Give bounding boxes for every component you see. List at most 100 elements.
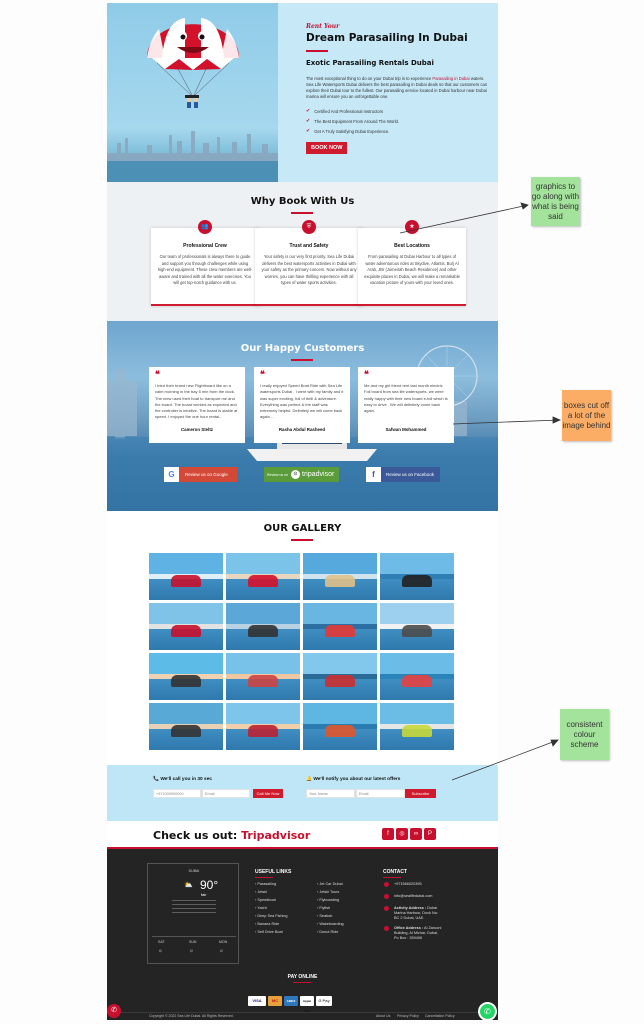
why-card-locations: ★ Best Locations From parasailing at Dub… [358,220,466,306]
footer-link[interactable]: › Parasailing [255,882,277,886]
hero-text-block: Rent Your Dream Parasailing In Dubai Exo… [306,23,491,154]
contact-rule [383,877,401,878]
checklist-item: ✔Certified And Professional Instructors [306,106,491,116]
review-author: Rasha Abdul Rasheed [278,427,326,432]
why-card-title: Professional Crew [183,243,227,249]
facebook-icon[interactable]: f [382,828,394,840]
call-float-button[interactable]: ✆ [107,1004,121,1018]
gallery-photo[interactable] [380,653,454,700]
gallery-photo[interactable] [303,703,377,750]
footer-link[interactable]: › Self Drive Boat [255,930,283,934]
gallery-photo[interactable] [149,553,223,600]
gallery-photo[interactable] [380,603,454,650]
parasail-illustration [107,18,278,182]
hero-checklist: ✔Certified And Professional Instructors … [306,106,491,136]
hero-paragraph-link[interactable]: Parasailing in Dubai [432,76,470,81]
office-address-value: Al Zarooni Building, Al Mizhar, Dubai, P… [394,926,442,940]
review-card: ❝ Me and my girl friend rent last month … [358,367,454,443]
shield-icon: ⛨ [302,220,316,234]
gallery-divider [291,539,313,541]
review-facebook-label: Review us on Facebook [386,472,435,477]
pay-online-rule [293,982,311,983]
email-input[interactable]: Email [202,789,250,798]
weather-temp: 90° [200,878,219,892]
footer-link[interactable]: › Banana Ride [255,922,280,926]
review-google-label: Review us on Google [185,472,228,477]
gallery-photo-subject [402,575,432,587]
gallery-photo[interactable] [226,603,300,650]
bottom-link-cancellation[interactable]: Cancellation Policy [425,1014,455,1018]
checklist-item: ✔The Best Equipment From Around The Worl… [306,116,491,126]
sun-icon: ☼ [189,948,194,954]
mastercard-icon: MC [268,996,282,1006]
activity-address: Activity Address : Dubai Marina Harbour,… [394,906,442,921]
footer-link[interactable]: › Jetski [255,890,268,894]
tripadvisor-icon[interactable]: ∞ [410,828,422,840]
footer-link[interactable]: › Speedboat [255,898,276,902]
footer-link[interactable]: › Deep Sea Fishing [255,914,288,918]
gallery-photo-subject [402,625,432,637]
users-icon: 👥 [198,220,212,234]
pinterest-icon[interactable]: P [424,828,436,840]
gallery-photo-subject [248,575,278,587]
office-address-label: Office Address : [394,926,424,930]
gallery-photo[interactable] [149,603,223,650]
checklist-text: Certified And Professional Instructors [314,108,384,114]
gallery-photo[interactable] [226,703,300,750]
call-me-now-button[interactable]: Call Me Now [253,789,283,798]
footer-link[interactable]: › Jetski Tours [317,890,340,894]
weather-divider [152,936,236,937]
footer-link[interactable]: › Yacht [255,906,267,910]
why-card-body: From parasailing at Dubai Harbour to all… [364,254,460,286]
footer-link[interactable]: › Seabob [317,914,333,918]
hero-paragraph-b: waters. Sea Life Watersports Dubai deliv… [306,76,488,99]
contact-email[interactable]: info@sealifedubai.com [394,894,433,898]
footer-link[interactable]: › Flyboarding [317,898,340,902]
weather-day: SUN [189,940,197,944]
review-facebook-button[interactable]: f Review us on Facebook [366,467,440,482]
gallery-photo[interactable] [149,653,223,700]
check-us-brand[interactable]: Tripadvisor [241,829,311,842]
gallery-photo[interactable] [226,653,300,700]
phone-icon [384,882,389,887]
gallery-photo[interactable] [303,653,377,700]
instagram-icon[interactable]: ◎ [396,828,408,840]
review-tripadvisor-button[interactable]: Review us on ⊙ tripadvisor [264,467,339,482]
weather-widget: DUBAI ⛅ 90° fair SAT SUN MON ☼ ☼ ☼ [147,863,239,964]
tripadvisor-icon: ⊙ [291,470,301,479]
gallery-title: OUR GALLERY [263,523,342,534]
gallery-photo[interactable] [226,553,300,600]
gallery-photo-subject [325,725,355,737]
customers-title: Our Happy Customers [240,343,365,354]
hero-title: Dream Parasailing In Dubai [306,32,468,44]
footer-link[interactable]: › Flyfish [317,906,331,910]
gallery-photo[interactable] [380,553,454,600]
contact-phone[interactable]: +971566020395 [394,882,422,886]
review-google-button[interactable]: G Review us on Google [164,467,237,482]
footer-link[interactable]: › Wakeboarding [317,922,344,926]
quote-icon: ❝ [260,370,265,380]
bottom-link-about[interactable]: About Us [376,1014,391,1018]
annotation-arrowhead [550,739,559,747]
footer-link[interactable]: › Jet Car Dubai [317,882,343,886]
gallery-photo[interactable] [380,703,454,750]
google-icon: G [164,467,179,482]
gallery-photo[interactable] [303,553,377,600]
gallery-photo-subject [171,675,201,687]
gallery-photo[interactable] [149,703,223,750]
phone-input[interactable]: +971000000000 [153,789,201,798]
gallery-photo-subject [248,725,278,737]
subscribe-button[interactable]: Subscribe [405,789,436,798]
subscribe-email-input[interactable]: Email [356,789,405,798]
whatsapp-float-button[interactable]: ✆ [480,1004,495,1019]
gallery-section: OUR GALLERY [107,511,498,769]
footer: DUBAI ⛅ 90° fair SAT SUN MON ☼ ☼ ☼ USEFU… [107,849,498,1020]
book-now-button[interactable]: BOOK NOW [306,142,348,154]
gallery-photo[interactable] [303,603,377,650]
name-input[interactable]: Your Name [306,789,355,798]
bottom-link-privacy[interactable]: Privacy Policy [397,1014,419,1018]
footer-link[interactable]: › Donut Ride [317,930,339,934]
review-tripadvisor-label: tripadvisor [302,471,335,478]
review-tripadvisor-prefix: Review us on [267,472,289,477]
why-card-safety: ⛨ Trust and Safety Your safety is our ve… [255,220,363,306]
